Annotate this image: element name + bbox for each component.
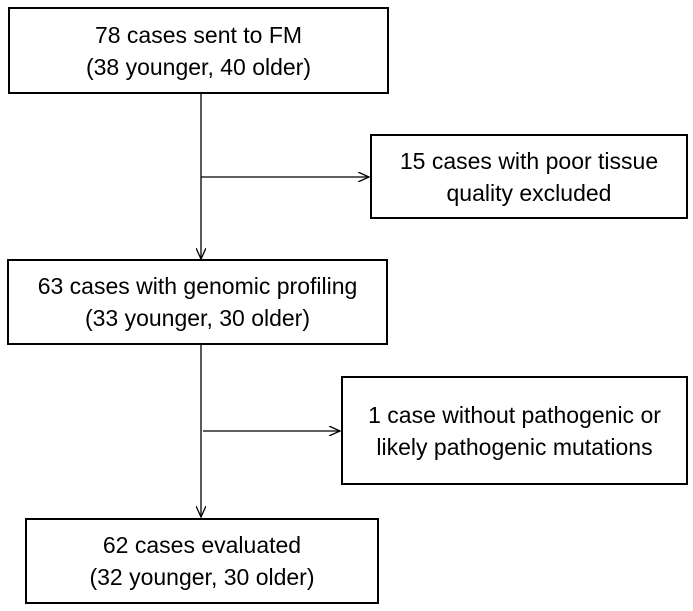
step-box-line: 62 cases evaluated <box>102 532 302 558</box>
step-box-line: (32 younger, 30 older) <box>89 564 315 590</box>
step-box-line: 63 cases with genomic profiling <box>37 273 358 299</box>
step-box-line: (38 younger, 40 older) <box>85 53 312 80</box>
exclusion-box-poor-tissue: 15 cases with poor tissue quality exclud… <box>370 134 688 219</box>
exclusion-box-line: likely pathogenic mutations <box>376 433 653 460</box>
exclusion-box-no-pathogenic: 1 case without pathogenic or likely path… <box>341 376 688 485</box>
step-box-sent-to-fm: 78 cases sent to FM (38 younger, 40 olde… <box>8 7 389 94</box>
step-box-line: 78 cases sent to FM <box>94 21 303 48</box>
exclusion-box-line: 15 cases with poor tissue <box>399 147 659 174</box>
step-box-evaluated: 62 cases evaluated (32 younger, 30 older… <box>25 518 379 604</box>
exclusion-box-line: quality excluded <box>446 179 612 206</box>
step-box-line: (33 younger, 30 older) <box>84 305 311 331</box>
exclusion-box-line: 1 case without pathogenic or <box>368 401 661 428</box>
step-box-genomic-profiling: 63 cases with genomic profiling (33 youn… <box>7 259 388 345</box>
